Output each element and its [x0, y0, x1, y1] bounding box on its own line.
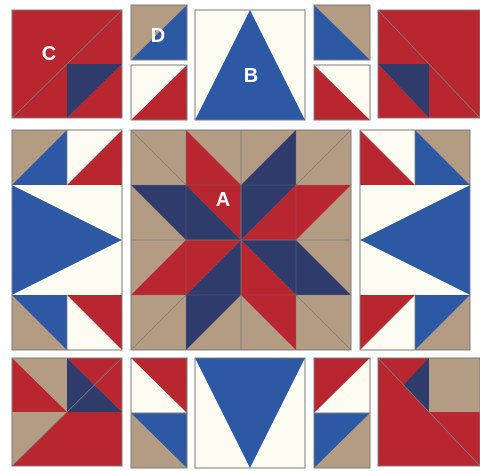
d-unit-top-left: [131, 5, 187, 120]
d-unit-bottom-right: [314, 358, 370, 468]
side-unit-right: [360, 130, 470, 350]
corner-unit-bottom-right: [378, 358, 480, 466]
label-d: D: [151, 25, 165, 47]
star-block-center: [131, 130, 351, 350]
label-c: C: [42, 43, 56, 65]
corner-unit-top-left: [12, 10, 122, 118]
corner-unit-bottom-left: [12, 358, 122, 466]
corner-unit-top-right: [378, 10, 480, 118]
label-b: B: [244, 65, 258, 87]
side-unit-left: [12, 130, 122, 350]
b-unit-bottom: [195, 358, 305, 468]
d-unit-bottom-left: [131, 358, 187, 468]
d-unit-top-right: [314, 5, 370, 120]
label-a: A: [216, 189, 230, 211]
